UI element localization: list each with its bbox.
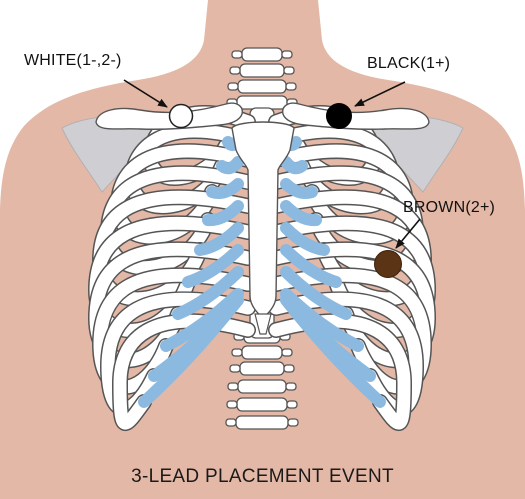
vertebra-process [287, 401, 297, 408]
vertebra [238, 380, 286, 393]
brown-electrode-label: BROWN(2+) [403, 199, 495, 217]
vertebra-process [226, 419, 236, 426]
vertebra-process [228, 83, 238, 90]
vertebra [237, 398, 287, 411]
costal-cartilage-segment [222, 162, 238, 168]
vertebra-process [232, 349, 242, 356]
vertebra-process [227, 401, 237, 408]
vertebra-process [288, 419, 298, 426]
vertebra-process [286, 83, 296, 90]
vertebra [236, 416, 288, 429]
brown-electrode [375, 251, 402, 278]
costal-cartilage-segment [286, 162, 302, 168]
vertebra-process [284, 67, 294, 74]
vertebra [242, 346, 282, 359]
black-electrode-label: BLACK(1+) [367, 55, 450, 73]
vertebra-process [282, 349, 292, 356]
vertebra-process [282, 51, 292, 58]
vertebra [237, 96, 287, 109]
vertebra-process [284, 365, 294, 372]
vertebra-process [228, 383, 238, 390]
vertebra-process [230, 67, 240, 74]
vertebra [240, 64, 284, 77]
diagram-caption: 3-LEAD PLACEMENT EVENT [0, 466, 525, 488]
vertebra [240, 362, 284, 375]
vertebra [242, 48, 282, 61]
vertebra-process [230, 365, 240, 372]
black-electrode [327, 104, 352, 129]
vertebra-process [232, 51, 242, 58]
white-electrode [170, 105, 193, 128]
vertebra-process [286, 383, 296, 390]
white-electrode-label: WHITE(1-,2-) [24, 52, 122, 70]
vertebra [238, 80, 286, 93]
